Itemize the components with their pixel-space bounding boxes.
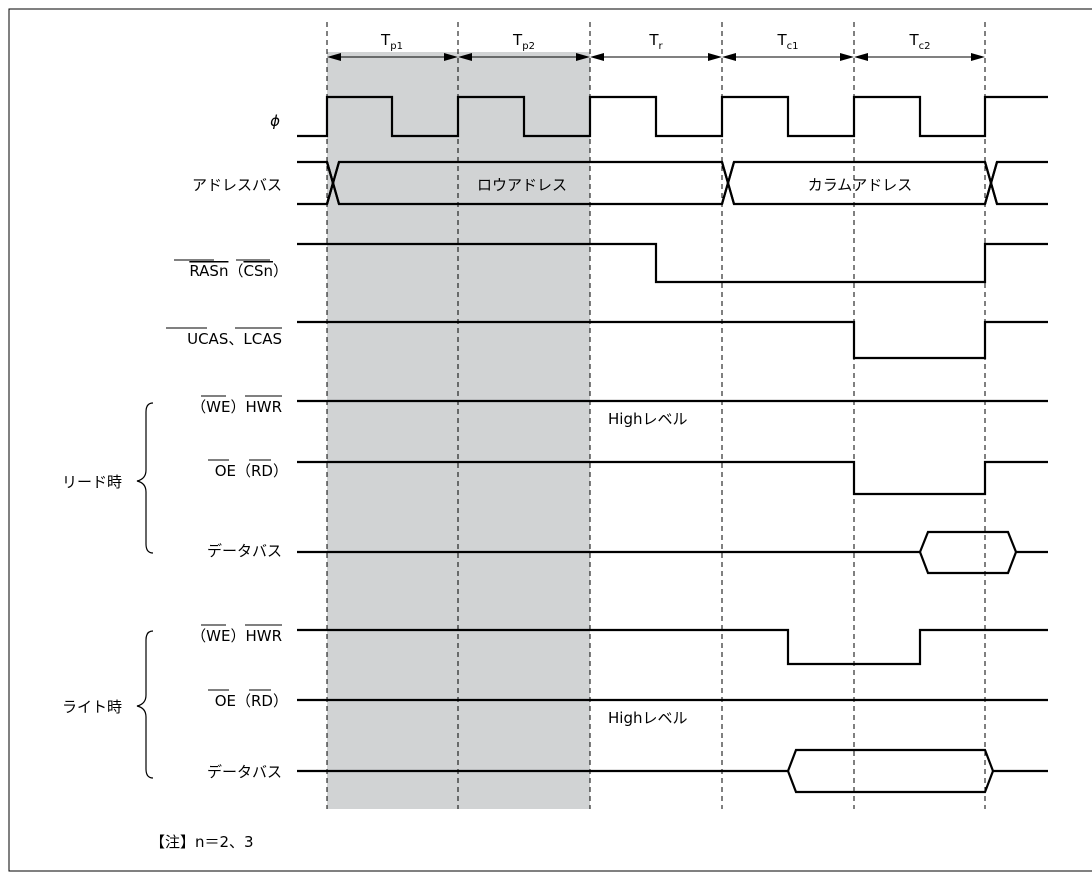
- read-signal-label-we-hwr: （WE）HWR: [191, 398, 282, 416]
- read-group-brace: [136, 402, 154, 554]
- arrowhead: [458, 53, 472, 61]
- arrowhead: [840, 53, 854, 61]
- write-group-label: ライト時: [62, 698, 122, 716]
- signal-label-address-bus: アドレスバス: [192, 176, 282, 194]
- arrowhead: [854, 53, 868, 61]
- arrowhead: [590, 53, 604, 61]
- signal-label-cas: UCAS、LCAS: [187, 330, 282, 348]
- write-data-bus-waveform: [297, 748, 1048, 794]
- signal-label-ras: RASn（CSn）: [189, 262, 288, 280]
- write-we-hwr-waveform: [297, 628, 1048, 666]
- period-arrows: [327, 53, 985, 61]
- period-label-tp2: Tp2: [512, 31, 535, 52]
- ras-waveform: [297, 242, 1048, 284]
- write-high-level-label: Highレベル: [608, 709, 687, 727]
- period-label-tp1: Tp1: [380, 31, 403, 52]
- period-label-tr: Tr: [648, 31, 663, 52]
- arrowhead: [444, 53, 458, 61]
- arrowhead: [971, 53, 985, 61]
- footnote: 【注】n＝2、3: [150, 833, 254, 851]
- address-bus-waveform: [297, 160, 1048, 206]
- read-signal-label-data-bus: データバス: [207, 542, 282, 560]
- cas-waveform: [297, 320, 1048, 360]
- write-signal-label-oe-rd: OE（RD）: [215, 692, 288, 710]
- read-signal-label-oe-rd: OE（RD）: [215, 462, 288, 480]
- address-bus-segment: [983, 161, 999, 205]
- period-label-tc1: Tc1: [776, 31, 798, 52]
- address-bus-segment: [325, 161, 341, 205]
- arrowhead: [576, 53, 590, 61]
- read-oe-rd-waveform: [297, 460, 1048, 496]
- write-group-brace: [136, 630, 154, 779]
- read-data-bus-waveform: [297, 530, 1048, 575]
- signal-label-phi: ϕ: [270, 112, 280, 130]
- write-signal-label-we-hwr: （WE）HWR: [191, 627, 282, 645]
- phi-waveform: [297, 95, 1048, 138]
- arrowhead: [722, 53, 736, 61]
- read-group-label: リード時: [62, 473, 122, 491]
- arrowhead: [327, 53, 341, 61]
- write-signal-label-data-bus: データバス: [207, 763, 282, 781]
- column-address-label: カラムアドレス: [808, 176, 913, 194]
- row-address-label: ロウアドレス: [477, 176, 567, 194]
- address-bus-segment: [720, 161, 736, 205]
- read-high-level-label: Highレベル: [608, 410, 687, 428]
- period-label-tc2: Tc2: [908, 31, 930, 52]
- arrowhead: [708, 53, 722, 61]
